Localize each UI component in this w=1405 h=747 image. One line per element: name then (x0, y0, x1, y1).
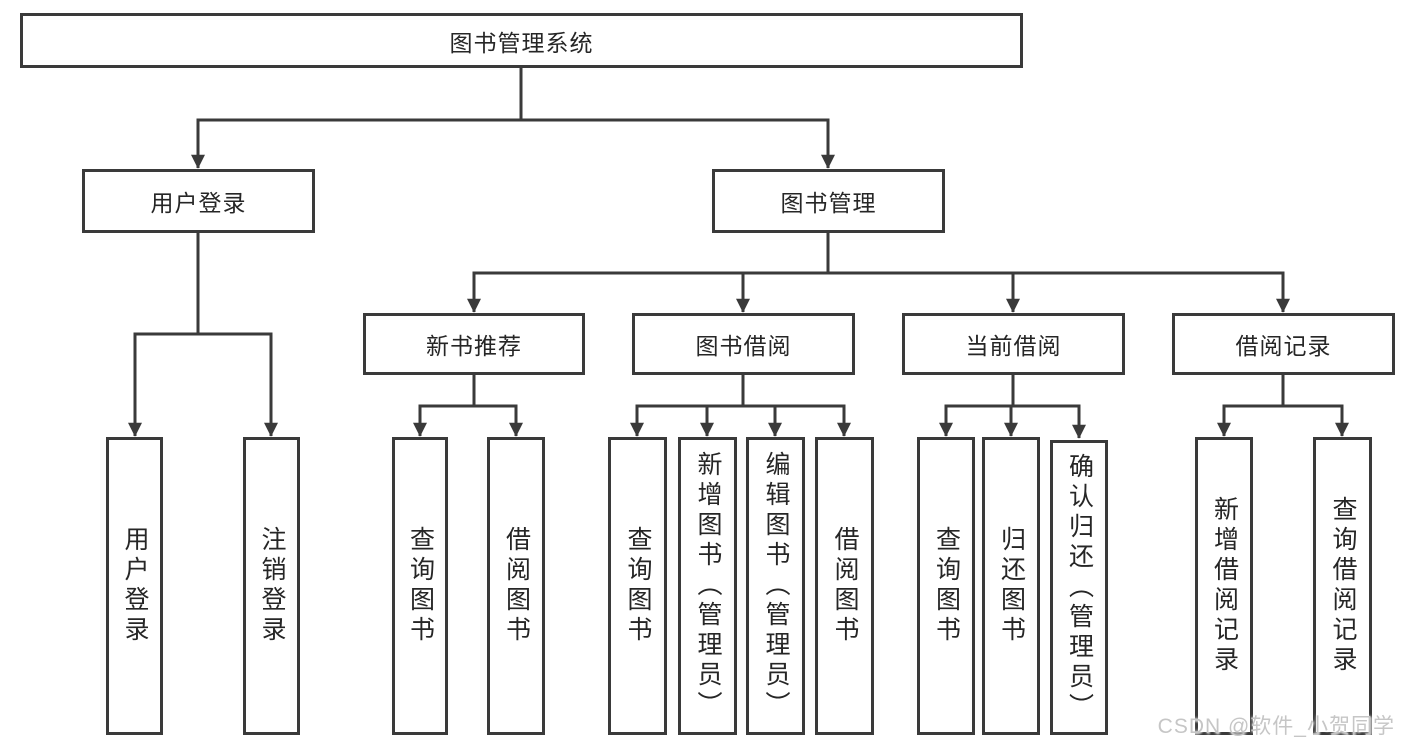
node-label: 借阅记录 (1235, 333, 1332, 359)
node-label: 查询图书 (932, 526, 961, 646)
leaf-return-books: 归还图书 (982, 437, 1040, 735)
leaf-add-books-admin: 新增图书（管理员） (678, 437, 737, 735)
node-current-borrowing: 当前借阅 (902, 313, 1125, 375)
node-label: 查询图书 (624, 526, 652, 646)
node-label: 查询借阅记录 (1329, 496, 1357, 676)
node-label: 用户登录 (121, 526, 149, 646)
leaf-query-books-1: 查询图书 (392, 437, 448, 735)
csdn-watermark: CSDN @软件_小贺同学 (1157, 715, 1395, 738)
node-label: 借阅图书 (831, 526, 859, 646)
node-label: 编辑图书（管理员） (762, 451, 790, 721)
node-book-borrowing: 图书借阅 (632, 313, 855, 375)
node-label: 查询图书 (406, 526, 435, 646)
node-label: 图书借阅 (695, 333, 792, 359)
node-user-login-branch: 用户登录 (82, 169, 315, 233)
leaf-query-books-3: 查询图书 (917, 437, 975, 735)
leaf-edit-books-admin: 编辑图书（管理员） (746, 437, 805, 735)
node-borrowing-records: 借阅记录 (1172, 313, 1395, 375)
node-label: 确认归还（管理员） (1065, 452, 1094, 723)
node-label: 用户登录 (150, 190, 247, 216)
node-label: 新增借阅记录 (1210, 496, 1239, 676)
node-book-management-branch: 图书管理 (712, 169, 945, 233)
node-library-management-system: 图书管理系统 (20, 13, 1023, 68)
node-label: 新书推荐 (426, 333, 522, 359)
node-label: 借阅图书 (502, 526, 531, 646)
leaf-query-borrow-record: 查询借阅记录 (1313, 437, 1372, 735)
node-new-book-recommendation: 新书推荐 (363, 313, 585, 375)
node-label: 新增图书（管理员） (694, 451, 722, 721)
node-label: 图书管理系统 (449, 29, 594, 56)
node-label: 当前借阅 (965, 333, 1062, 359)
leaf-user-login: 用户登录 (106, 437, 163, 735)
node-label: 图书管理 (780, 190, 877, 216)
leaf-add-borrow-record: 新增借阅记录 (1195, 437, 1253, 735)
leaf-logout: 注销登录 (243, 437, 300, 735)
leaf-borrow-books-1: 借阅图书 (487, 437, 545, 735)
leaf-borrow-books-2: 借阅图书 (815, 437, 874, 735)
node-label: 注销登录 (258, 526, 286, 646)
leaf-query-books-2: 查询图书 (608, 437, 667, 735)
leaf-confirm-return-admin: 确认归还（管理员） (1050, 440, 1108, 735)
node-label: 归还图书 (997, 526, 1026, 646)
